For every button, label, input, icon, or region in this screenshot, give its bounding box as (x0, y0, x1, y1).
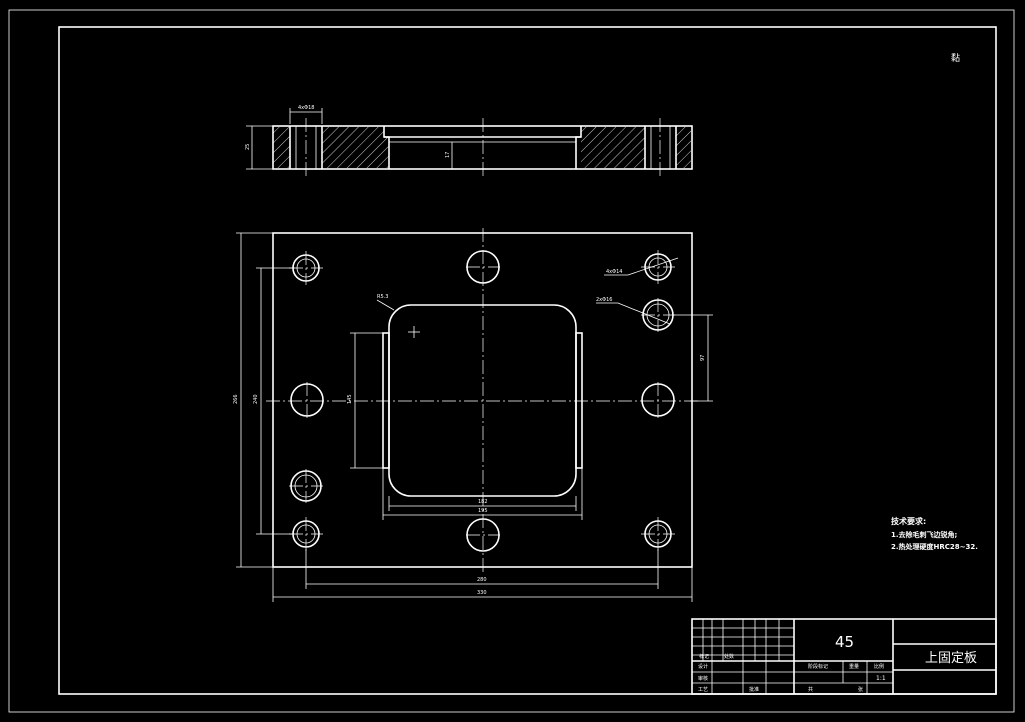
radius-label: R5.3 (377, 294, 388, 300)
plate-outline (272, 232, 693, 568)
dim-pocket-outer-width: 195 (478, 508, 488, 514)
process-label: 工艺 (698, 687, 708, 693)
part-name: 上固定板 (925, 651, 977, 666)
tech-title: 技术要求: (891, 516, 926, 526)
col-count: 处数 (724, 653, 734, 660)
material-label: 45 (835, 633, 854, 651)
dim-pocket-height: 145 (347, 394, 353, 404)
col-ratio: 比例 (874, 663, 884, 670)
pocket-outline (388, 304, 577, 497)
sheet-label: 共 (808, 686, 813, 693)
dim-right-offset: 97 (700, 355, 706, 361)
dim-pocket-inner-width: 182 (478, 499, 488, 505)
col-stage: 阶段标记 (808, 663, 828, 670)
hatch-left (322, 127, 384, 168)
side-hole-dim: 4xΦ18 (298, 105, 314, 111)
pocket-relief-left (382, 332, 390, 469)
hole-small-label: 4xΦ14 (606, 269, 622, 275)
hatch-left-step (384, 137, 389, 168)
corner-mark: 黏 (951, 52, 960, 64)
hatch-right-outer (676, 127, 691, 168)
approve-label: 批准 (749, 686, 759, 693)
col-weight: 重量 (849, 663, 859, 670)
side-view: 4xΦ18 25 17 (245, 105, 693, 176)
tech-line-1: 1.去除毛刺飞边锐角; (891, 530, 958, 539)
dim-height-inner: 240 (253, 394, 259, 404)
sheet-label-2: 张 (858, 686, 863, 693)
side-depth-dim: 17 (445, 152, 451, 158)
dim-hole-span: 280 (477, 577, 487, 583)
outer-frame (8, 9, 1015, 713)
design-label: 设计 (698, 663, 708, 670)
col-marks: 标记 (699, 653, 709, 660)
dim-overall-width: 330 (477, 590, 487, 596)
check-label: 审核 (698, 675, 708, 682)
hatch-left-outer (273, 127, 290, 168)
dim-height-outer: 266 (233, 394, 239, 404)
tech-requirements: 技术要求: 1.去除毛刺飞边锐角; 2.热处理硬度HRC28~32. (891, 516, 978, 551)
top-view: R5.3 4xΦ14 2xΦ16 266 240 145 97 182 195 (233, 228, 713, 602)
side-thickness-dim: 25 (245, 144, 251, 150)
scale-value: 1:1 (876, 675, 886, 682)
inner-frame (58, 26, 997, 695)
hatch-right (581, 127, 645, 168)
hole-thread-label: 2xΦ16 (596, 297, 612, 303)
title-block: 45 上固定板 1:1 阶段标记 重量 比例 标记 处数 设计 审核 工艺 批准… (691, 618, 997, 695)
tech-line-2: 2.热处理硬度HRC28~32. (891, 542, 978, 551)
pocket-relief-right (575, 332, 583, 469)
